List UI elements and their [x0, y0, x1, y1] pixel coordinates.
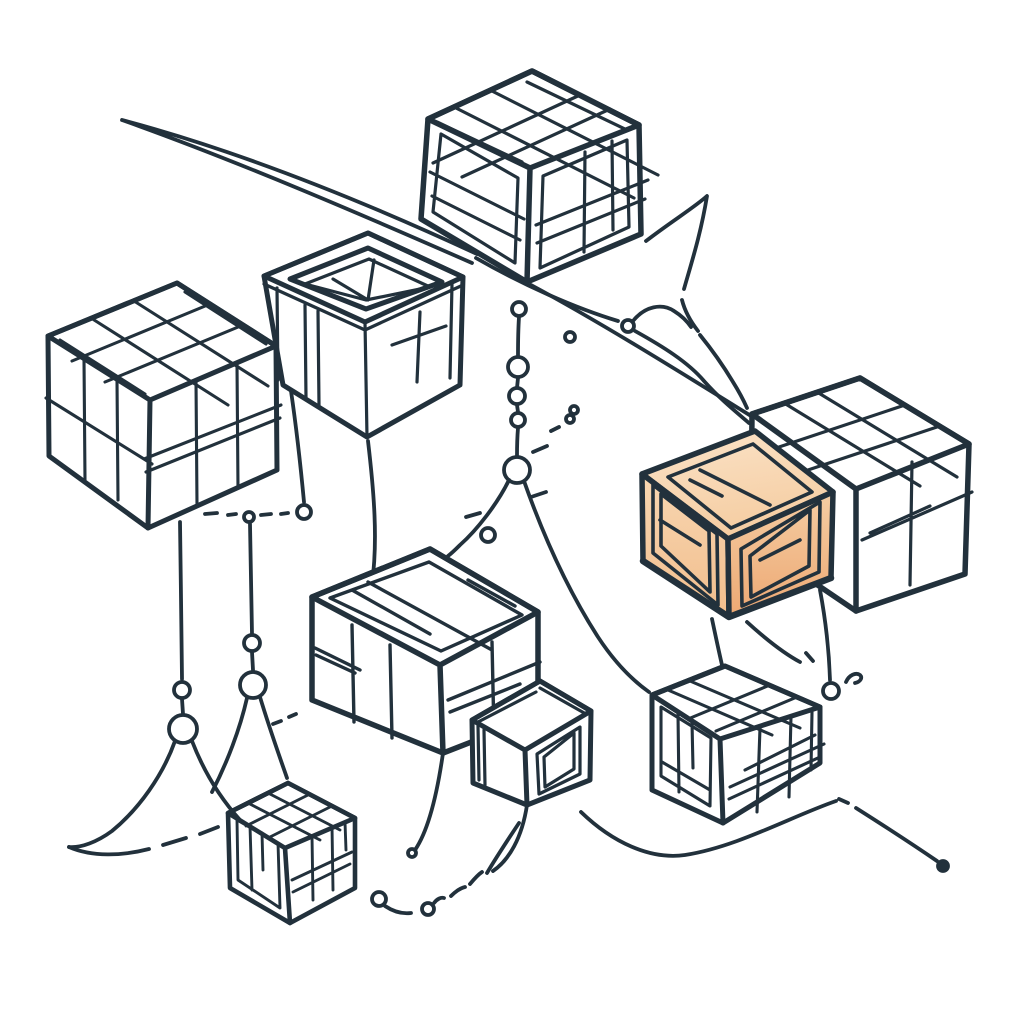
bead-large — [238, 670, 268, 700]
center-tail-curl — [406, 847, 418, 859]
top-cube-edges — [425, 68, 642, 285]
knot — [242, 510, 256, 524]
bead-chain-left — [67, 520, 242, 857]
leaf-swoosh — [120, 118, 479, 265]
bead — [242, 633, 262, 653]
right-cube-details — [768, 390, 974, 587]
wire-top-to-right — [529, 283, 758, 421]
dotted-trail-bottom — [383, 821, 521, 916]
small-box-details — [476, 686, 588, 796]
dash-dot — [295, 503, 313, 521]
dash-eight-top — [568, 404, 580, 416]
orange-drop-wires — [710, 588, 832, 682]
dash-eight-bottom — [564, 413, 576, 425]
chain-branch-left — [210, 696, 249, 794]
top-cube-details — [428, 80, 660, 270]
left-cube-details — [44, 290, 283, 507]
bead — [479, 526, 497, 544]
right-bottom-cube — [649, 663, 826, 826]
wire-bottom-right — [579, 797, 939, 863]
bead — [506, 355, 530, 379]
center-cube-details — [313, 560, 542, 740]
small-box-edges — [469, 678, 594, 808]
chain-branch-right — [258, 695, 289, 780]
center-cube — [309, 546, 542, 756]
chain-top-loop — [510, 300, 528, 318]
right-trail-dot — [821, 681, 841, 701]
right-bottom-cube-details — [659, 666, 826, 814]
top-cube — [418, 68, 660, 285]
bottom-left-cube-details — [235, 791, 354, 910]
orange-cube-shadow-edge — [639, 557, 835, 621]
chain-branch-right — [190, 739, 242, 822]
assorted-dashes — [203, 425, 561, 726]
bead — [172, 680, 192, 700]
orange-cube-details — [651, 442, 822, 608]
center-cube-tail — [413, 751, 445, 852]
open-box — [261, 230, 466, 440]
bead-chain-center — [446, 300, 651, 694]
chain-branch-left — [67, 739, 177, 849]
swoosh-return — [67, 825, 220, 857]
bead-chain-left-2 — [210, 503, 313, 794]
chain-segments — [178, 520, 185, 716]
open-box-details — [262, 257, 465, 439]
wire-loop-c — [563, 330, 577, 344]
chain-segments — [248, 522, 255, 672]
bead — [507, 386, 527, 406]
bead-large — [167, 713, 199, 745]
dashes — [259, 511, 290, 517]
right-cube-edges — [749, 375, 972, 614]
small-box — [469, 678, 594, 808]
hook-arch — [631, 304, 693, 329]
bead-large — [502, 455, 532, 485]
chain-branch-right — [522, 479, 651, 694]
chain-branch-left — [446, 478, 511, 558]
small-box-tail — [491, 803, 529, 873]
hook-loop — [620, 318, 636, 334]
dotted-trail-right — [804, 651, 864, 685]
fin-curve — [644, 194, 749, 410]
wire-end-dot-core — [939, 862, 947, 870]
chain-segments — [515, 315, 521, 458]
hook-to-orange-wire — [633, 329, 751, 425]
center-cube-edges — [309, 546, 541, 756]
trail-dot-a — [370, 890, 388, 908]
orange-cube — [639, 428, 836, 621]
connectors-front — [67, 300, 651, 857]
connectors-behind — [120, 118, 950, 917]
trail-dot-b — [420, 901, 436, 917]
bottom-left-cube — [225, 780, 358, 926]
bead — [509, 411, 527, 429]
